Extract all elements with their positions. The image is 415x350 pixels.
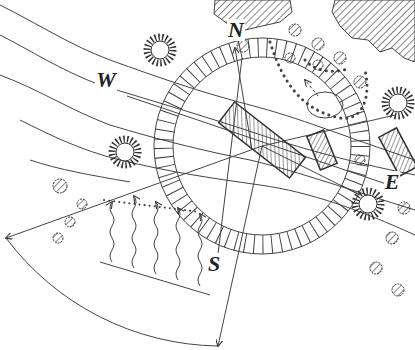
compass-letter: W (95, 69, 117, 91)
compass-letter: E (384, 171, 401, 193)
compass-letter: N (227, 19, 245, 41)
compass-letter: S (207, 253, 221, 275)
